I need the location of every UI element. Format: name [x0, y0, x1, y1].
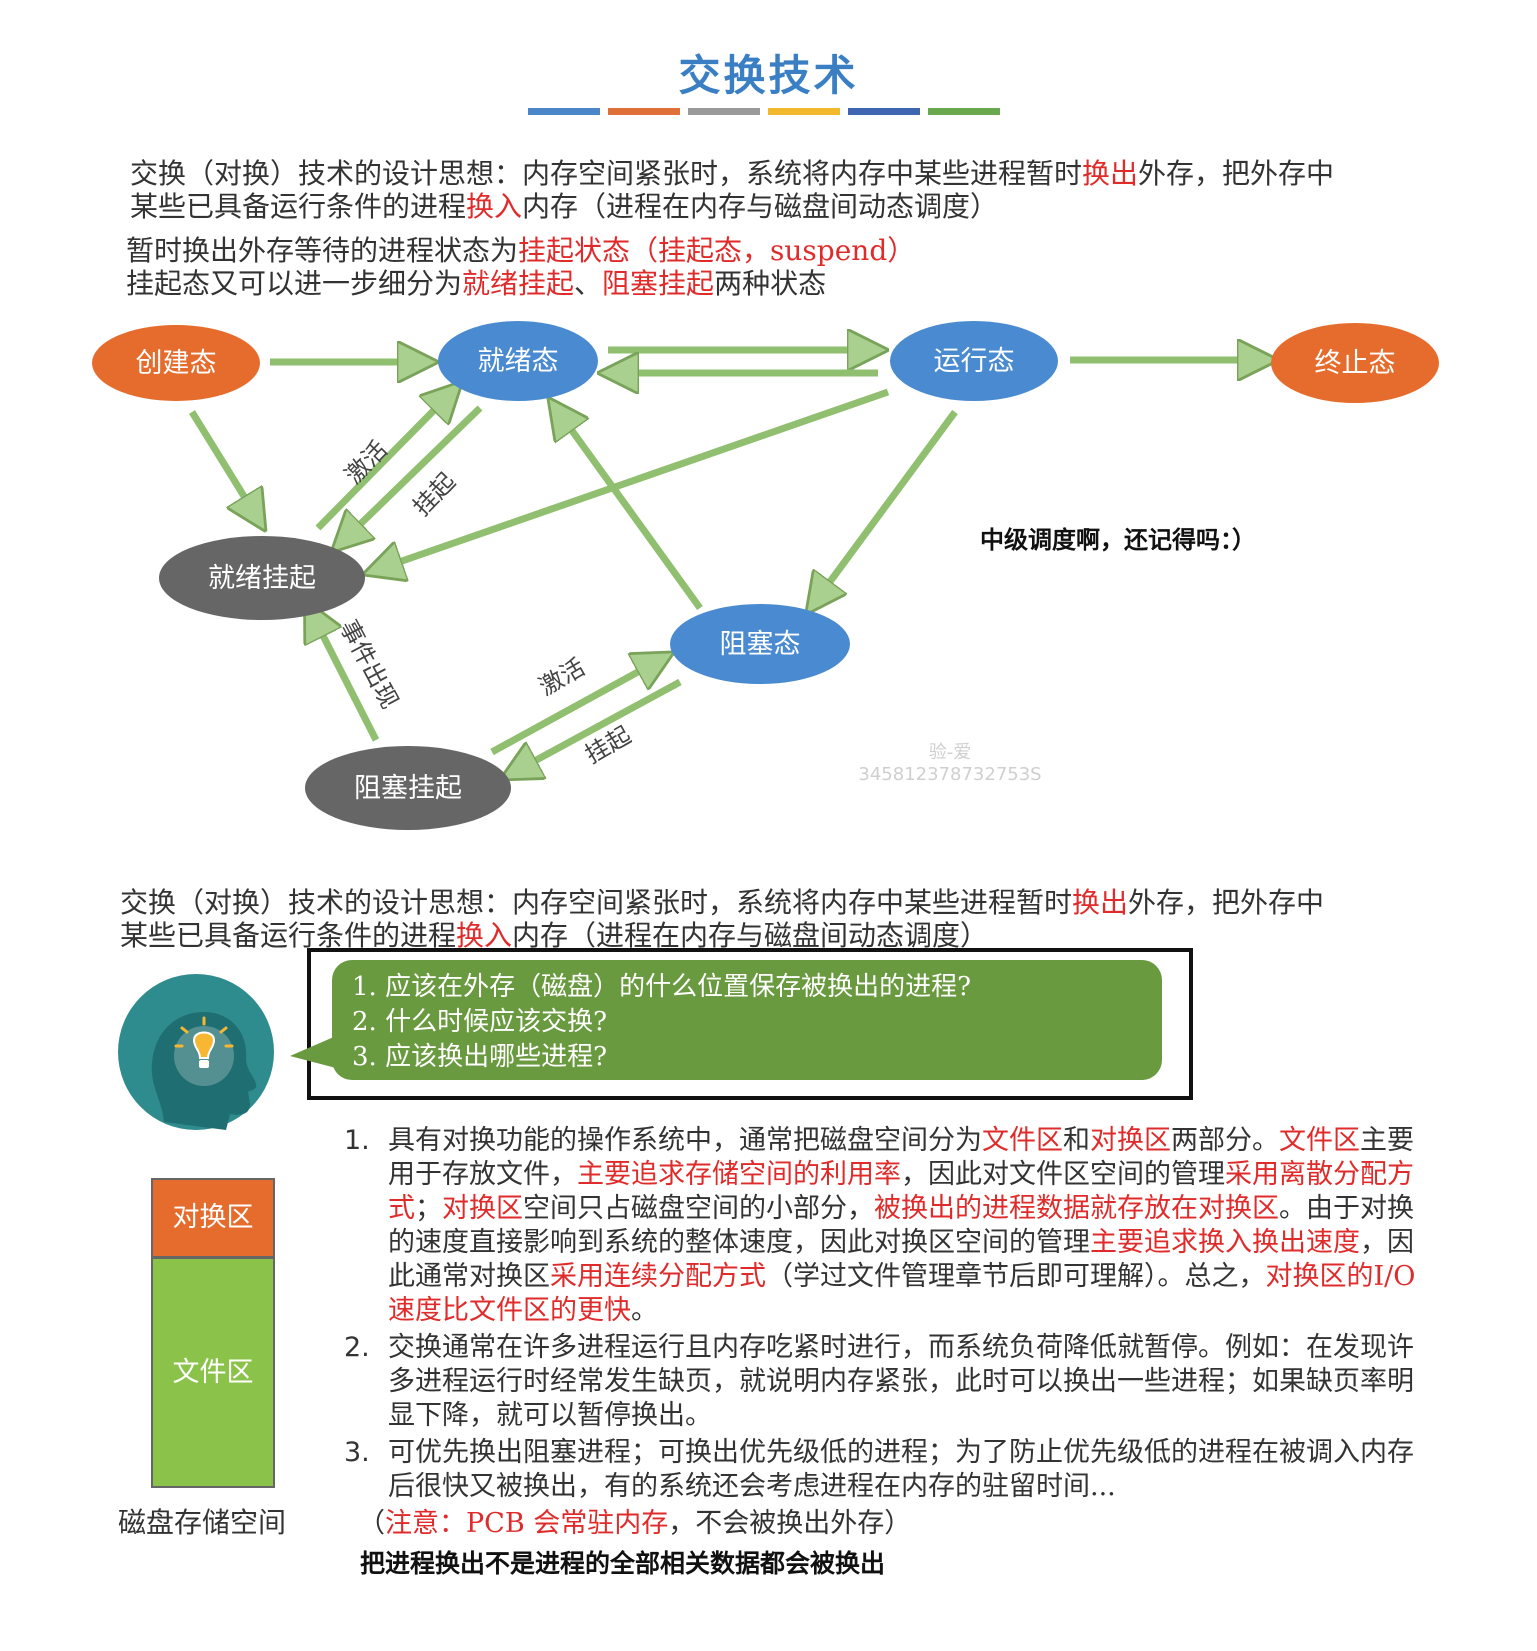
- disk-storage-diagram: 对换区 文件区: [151, 1178, 275, 1488]
- answer-item-3: 3. 可优先换出阻塞进程；可换出优先级低的进程；为了防止优先级低的进程在被调入内…: [344, 1436, 1424, 1504]
- answer-1-run: ；: [415, 1193, 442, 1224]
- idea-head-icon: [118, 974, 274, 1130]
- node-running-ellipse: [890, 321, 1058, 401]
- title-stripe: [608, 108, 680, 115]
- edge-label-activate-1: 激活: [340, 435, 393, 489]
- node-ready-suspend-ellipse: [159, 536, 365, 620]
- swap-out-note: 把进程换出不是进程的全部相关数据都会被换出: [360, 1549, 886, 1578]
- node-terminated-label: 终止态: [1315, 348, 1396, 379]
- arrow-ready-suspend-to-ready: [315, 396, 448, 531]
- answer-1-highlight: 对换区: [442, 1193, 523, 1224]
- answer-1-run: 具有对换功能的操作系统中，通常把磁盘空间分为: [388, 1125, 982, 1156]
- answer-1-run: 空间只占磁盘空间的小部分，: [523, 1193, 874, 1224]
- node-blocked-suspend-ellipse: [305, 746, 511, 830]
- answer-1-run: 主要用于存放文件，: [388, 1125, 1414, 1190]
- questions-frame: [307, 948, 1193, 1100]
- answer-1-highlight: 文件区: [982, 1125, 1063, 1156]
- watermark: 验-爱 345812378732753S: [850, 738, 1050, 785]
- answer-1-highlight: 采用连续分配方式: [550, 1261, 766, 1292]
- intro-line-2: 某些已具备运行条件的进程换入内存（进程在内存与磁盘间动态调度）: [130, 190, 999, 223]
- suspend-line-1: 暂时换出外存等待的进程状态为挂起状态（挂起态，suspend）: [126, 234, 916, 267]
- intro-bottom: 交换（对换）技术的设计思想：内存空间紧张时，系统将内存中某些进程暂时换出外存，把…: [120, 886, 1460, 952]
- edge-label-suspend-1: 挂起: [408, 467, 461, 521]
- answer-1-highlight: 主要追求存储空间的利用率: [577, 1159, 901, 1190]
- title-stripe: [928, 108, 1000, 115]
- medium-term-scheduling-note: 中级调度啊，还记得吗：）: [980, 526, 1256, 554]
- suspend-line-2: 挂起态又可以进一步细分为就绪挂起、阻塞挂起两种状态: [126, 267, 827, 300]
- answer-1-highlight: 被换出的进程数据就存放在对换区: [874, 1193, 1279, 1224]
- intro-bottom-line-2: 某些已具备运行条件的进程换入内存（进程在内存与磁盘间动态调度）: [120, 919, 989, 952]
- edge-label-event-occurs: 事件出现: [334, 615, 404, 713]
- title-stripe: [848, 108, 920, 115]
- node-blocked-suspend-label: 阻塞挂起: [354, 773, 462, 804]
- arrow-blocked-suspend-to-blocked: [490, 662, 656, 756]
- intro-bottom-line-1: 交换（对换）技术的设计思想：内存空间紧张时，系统将内存中某些进程暂时换出外存，把…: [120, 886, 1325, 919]
- watermark-line-1: 验-爱: [928, 742, 972, 763]
- arrow-create-to-ready-suspend: [189, 410, 255, 514]
- answers-list: 1. 具有对换功能的操作系统中，通常把磁盘空间分为文件区和对换区两部分。文件区主…: [344, 1124, 1424, 1581]
- question-3: 3. 应该换出哪些进程?: [352, 1042, 608, 1072]
- answer-1-highlight: 采用离散分配方式: [388, 1159, 1414, 1224]
- arrow-running-to-ready-suspend: [382, 388, 890, 568]
- answer-1-highlight: 主要追求换入换出速度: [1090, 1227, 1360, 1258]
- node-running-label: 运行态: [934, 346, 1015, 377]
- question-2: 2. 什么时候应该交换?: [352, 1007, 608, 1037]
- answer-number-3: 3.: [344, 1437, 370, 1468]
- node-create-ellipse: [92, 325, 260, 401]
- arrow-blocked-suspend-to-ready-suspend: [314, 618, 380, 742]
- answer-1-run: 。: [631, 1295, 658, 1326]
- node-ready-suspend-label: 就绪挂起: [208, 563, 316, 594]
- question-1: 1. 应该在外存（磁盘）的什么位置保存被换出的进程?: [352, 972, 972, 1002]
- arrow-running-to-blocked: [818, 409, 958, 598]
- title-stripe: [688, 108, 760, 115]
- node-blocked-label: 阻塞态: [720, 629, 801, 660]
- answer-1-run: 。由于对换的速度直接影响到系统的整体速度，因此对换区空间的管理: [388, 1193, 1414, 1258]
- intro-top: 交换（对换）技术的设计思想：内存空间紧张时，系统将内存中某些进程暂时换出外存，把…: [130, 157, 1460, 223]
- answer-1-run: ，因此通常对换区: [388, 1227, 1414, 1292]
- disk-caption: 磁盘存储空间: [118, 1506, 287, 1539]
- intro-line-1: 交换（对换）技术的设计思想：内存空间紧张时，系统将内存中某些进程暂时换出外存，把…: [130, 157, 1335, 190]
- arrow-blocked-to-ready: [560, 414, 703, 611]
- pcb-note: （注意：PCB 会常驻内存，不会被换出外存）: [358, 1508, 912, 1539]
- title-stripe: [528, 108, 600, 115]
- answer-1-highlight: 文件区: [1279, 1125, 1360, 1156]
- answer-1-highlight: 对换区的I/O速度比文件区的更快: [388, 1261, 1416, 1326]
- answer-1-run: 和: [1063, 1125, 1090, 1156]
- transition-arrows: [189, 350, 1258, 770]
- bubble-tail: [290, 1036, 336, 1068]
- answer-text-3: 可优先换出阻塞进程；可换出优先级低的进程；为了防止优先级低的进程在被调入内存后很…: [388, 1437, 1414, 1502]
- answer-1-run: ，因此对文件区空间的管理: [901, 1159, 1225, 1190]
- process-state-diagram: 创建态 就绪态 运行态 终止态 就绪挂起 阻塞态 阻塞挂起 激活 挂起 事件出现…: [92, 321, 1439, 830]
- node-blocked-ellipse: [670, 604, 850, 684]
- page-title: 交换技术: [678, 51, 859, 100]
- answer-item-2: 2. 交换通常在许多进程运行且内存吃紧时进行，而系统负荷降低就暂停。例如：在发现…: [344, 1331, 1424, 1433]
- questions-bubble: 1. 应该在外存（磁盘）的什么位置保存被换出的进程? 2. 什么时候应该交换? …: [332, 960, 1162, 1080]
- suspend-definition: 暂时换出外存等待的进程状态为挂起状态（挂起态，suspend） 挂起态又可以进一…: [126, 234, 1456, 300]
- node-terminated-ellipse: [1271, 323, 1439, 403]
- title-stripe: [768, 108, 840, 115]
- swap-area: 对换区: [153, 1180, 273, 1259]
- node-create-label: 创建态: [136, 348, 217, 379]
- answer-text-1: 具有对换功能的操作系统中，通常把磁盘空间分为文件区和对换区两部分。文件区主要用于…: [388, 1125, 1415, 1326]
- arrow-blocked-to-blocked-suspend: [518, 678, 682, 770]
- answer-number-2: 2.: [344, 1332, 370, 1363]
- answer-1-highlight: 对换区: [1090, 1125, 1171, 1156]
- node-ready-ellipse: [438, 321, 598, 401]
- answer-number-1: 1.: [344, 1125, 370, 1156]
- answer-1-run: （学过文件管理章节后即可理解）。总之，: [766, 1261, 1266, 1292]
- answer-1-run: 两部分。: [1171, 1125, 1279, 1156]
- file-area: 文件区: [153, 1259, 273, 1486]
- edge-label-activate-2: 激活: [534, 653, 590, 701]
- arrow-ready-to-ready-suspend: [346, 405, 483, 538]
- node-ready-label: 就绪态: [478, 346, 559, 377]
- watermark-line-2: 345812378732753S: [858, 764, 1042, 785]
- answer-text-2: 交换通常在许多进程运行且内存吃紧时进行，而系统负荷降低就暂停。例如：在发现许多进…: [388, 1332, 1414, 1431]
- answer-item-1: 1. 具有对换功能的操作系统中，通常把磁盘空间分为文件区和对换区两部分。文件区主…: [344, 1124, 1424, 1328]
